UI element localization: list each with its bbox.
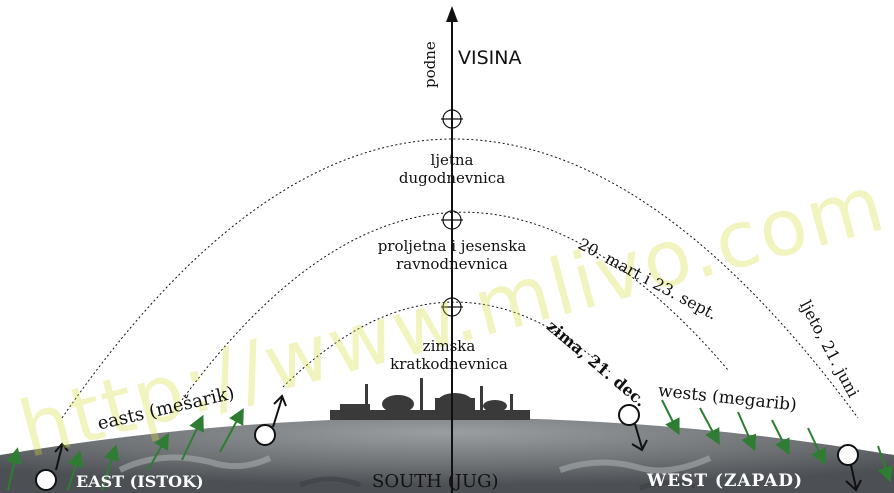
- south-compass-label: SOUTH (JUG): [372, 471, 499, 492]
- summer-line-2: dugodnevnica: [398, 169, 506, 187]
- noon-markers: [441, 109, 463, 317]
- city-skyline: [330, 378, 530, 420]
- summer-solstice-label: ljetna dugodnevnica: [399, 151, 505, 187]
- east-direction-arrows: [6, 407, 244, 491]
- axis-arrowhead: [446, 6, 458, 22]
- sunset-summer-symbol: [837, 444, 862, 492]
- west-compass-label: WEST (ZAPAD): [647, 471, 804, 491]
- equinox-label: proljetna i jesenska ravnodnevnica: [378, 237, 527, 273]
- equinox-line-1: proljetna i jesenska: [377, 237, 527, 255]
- east-compass-label: EAST (ISTOK): [76, 472, 204, 491]
- winter-line-2: kratkodnevnica: [390, 355, 508, 373]
- west-direction-arrows: [661, 399, 893, 483]
- winter-sun-path: [282, 301, 611, 388]
- podne-label: podne: [421, 41, 439, 88]
- sunrise-summer-symbol: [35, 442, 69, 491]
- earth-ground: [0, 417, 894, 493]
- visina-label: VISINA: [458, 47, 522, 69]
- summer-line-1: ljetna: [430, 151, 474, 169]
- winter-solstice-label: zimska kratkodnevnica: [390, 337, 508, 373]
- winter-line-1: zimska: [422, 337, 476, 355]
- sunrise-equinox-symbol: [254, 394, 287, 446]
- equinox-line-2: ravnodnevnica: [396, 255, 508, 273]
- sunset-winter-symbol: [618, 404, 648, 452]
- summer-sun-path: [61, 138, 859, 419]
